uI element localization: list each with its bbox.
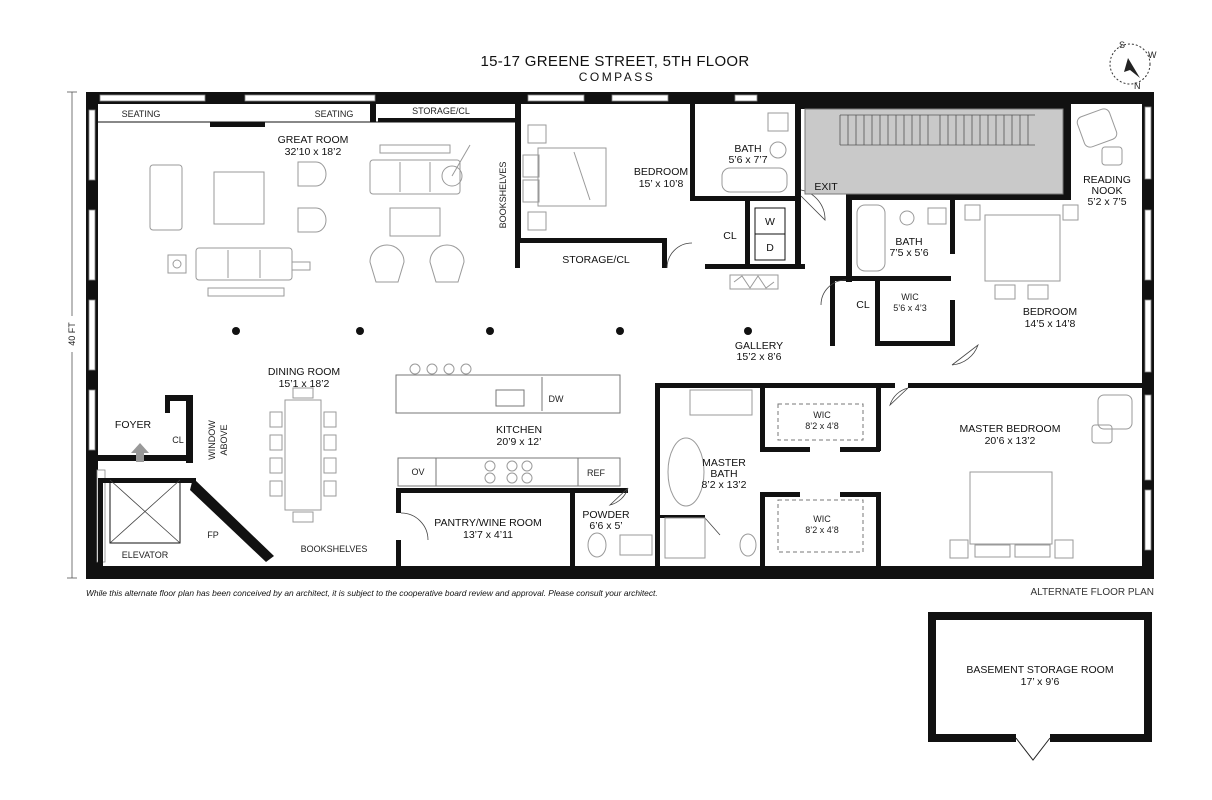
bedroom-1-name: BEDROOM [634,166,688,178]
foyer-label: FOYER [115,419,152,431]
kitchen-dim: 20’9 x 12’ [497,436,542,448]
storage-shelf [729,274,779,290]
storage-mid-label: STORAGE/CL [562,254,630,266]
closet-label: CL [856,299,870,311]
basement-dim: 17’ x 9’6 [1021,676,1060,688]
pantry-name: PANTRY/WINE ROOM [434,517,542,529]
svg-text:W: W [1148,50,1157,60]
kitchen-counter [397,457,621,487]
bedroom-2-name: BEDROOM [1023,306,1077,318]
great-room-dim: 32’10 x 18’2 [285,146,342,158]
door-swings [400,189,979,541]
dimension-line: 40 FT [60,91,84,579]
window-above-label-2: ABOVE [219,424,229,455]
structural-column [232,327,752,335]
exit-label: EXIT [814,181,838,193]
pantry-dim: 13’7 x 4’11 [463,529,513,541]
bath-1-fixtures [721,112,789,193]
master-bath-fixtures [664,389,757,559]
powder-name: POWDER [582,509,630,521]
closet-label: CL [723,230,737,242]
window-above-label: WINDOW [207,420,217,460]
svg-text:S: S [1119,40,1125,50]
fireplace-label: FP [207,530,219,540]
master-bedroom-dim: 20’6 x 13’2 [985,435,1036,447]
elevator-shaft [109,479,181,544]
great-room-furniture [149,144,471,297]
master-bath-dim: 8’2 x 13’2 [702,479,747,491]
bath-1-name: BATH [734,143,761,155]
dimension-label: 40 FT [67,322,77,346]
compass-icon: S W N [1109,40,1157,91]
bedroom-1-dim: 15’ x 10’8 [639,178,684,190]
master-bedroom-name: MASTER BEDROOM [960,423,1061,435]
washer-dryer [754,207,786,261]
bath-2-fixtures [856,204,947,272]
bedroom-1-furniture [522,124,607,231]
powder-fixtures [587,532,653,558]
master-bath-name: MASTER [702,457,746,469]
wic-3-name: WIC [813,514,831,524]
dryer-label: D [766,242,774,254]
bookshelves-label: BOOKSHELVES [498,162,508,229]
wic-3-dim: 8’2 x 4’8 [805,525,839,535]
wic-1-dim: 5’6 x 4’3 [893,303,927,313]
powder-dim: 6’6 x 5’ [589,520,622,532]
elevator-label: ELEVATOR [122,550,169,560]
interior-walls [98,104,1142,566]
ref-label: REF [587,468,606,478]
seating-label: SEATING [122,109,161,119]
bedroom-2-dim: 14’5 x 14’8 [1025,318,1076,330]
gallery-name: GALLERY [735,340,783,352]
great-room-name: GREAT ROOM [278,134,349,146]
svg-text:N: N [1134,81,1141,91]
basement-name: BASEMENT STORAGE ROOM [966,664,1113,676]
wic-1-name: WIC [901,292,919,302]
dining-room-dim: 15’1 x 18’2 [279,378,330,390]
gallery-dim: 15’2 x 8’6 [737,351,782,363]
dining-table [269,387,337,523]
kitchen-island [395,363,621,414]
brand-logo: COMPASS [579,70,656,84]
disclaimer: While this alternate floor plan has been… [86,588,658,598]
storage-label: STORAGE/CL [412,106,470,116]
washer-label: W [765,216,775,228]
dw-label: DW [549,394,564,404]
reading-nook-name-2: NOOK [1092,185,1123,197]
room-labels: SEATING SEATING STORAGE/CL GREAT ROOM 32… [115,106,1131,560]
oven-label: OV [411,467,424,477]
arrow-up-icon [131,443,149,462]
bath-2-dim: 7’5 x 5’6 [889,247,928,259]
stairwell [804,108,1064,195]
wic-2-name: WIC [813,410,831,420]
reading-chair [1076,108,1123,166]
dining-room-name: DINING ROOM [268,366,340,378]
bookshelves-bottom-label: BOOKSHELVES [301,544,368,554]
alternate-floor-plan-label: ALTERNATE FLOOR PLAN [1030,587,1154,598]
reading-nook-name: READING [1083,174,1131,186]
basement-storage-room: BASEMENT STORAGE ROOM 17’ x 9’6 [928,612,1152,761]
bath-2-name: BATH [895,236,922,248]
wic-2-dim: 8’2 x 4’8 [805,421,839,431]
wic-outline [777,403,864,553]
bath-1-dim: 5’6 x 7’7 [728,154,767,166]
bedroom-2-furniture [964,204,1079,300]
seating-label: SEATING [315,109,354,119]
plan-title: 15-17 GREENE STREET, 5TH FLOOR [480,53,749,70]
master-bedroom-furniture [949,394,1133,559]
closet-label: CL [172,435,184,445]
kitchen-name: KITCHEN [496,424,542,436]
master-bath-name-2: BATH [710,468,737,480]
reading-nook-dim: 5’2 x 7’5 [1087,196,1126,208]
